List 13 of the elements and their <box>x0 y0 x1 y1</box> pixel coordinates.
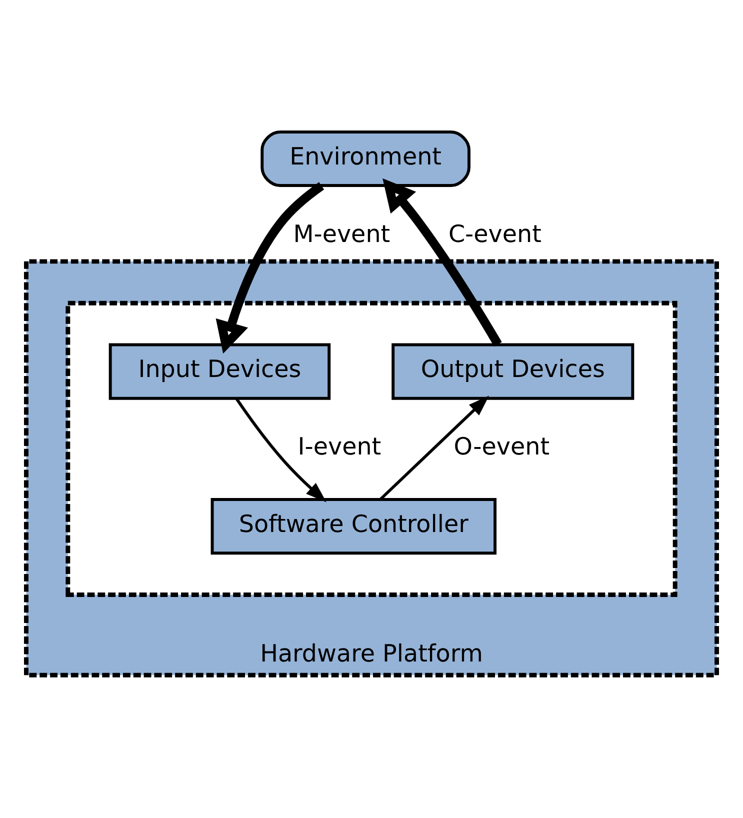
edge-label: I-event <box>298 432 382 460</box>
node-box: Input Devices <box>108 342 331 400</box>
edge-label: O-event <box>454 432 550 460</box>
arrow <box>379 395 490 500</box>
node-box: Environment <box>260 130 470 187</box>
arrow <box>216 182 324 354</box>
node-box: Software Controller <box>210 498 496 554</box>
cluster <box>66 300 678 597</box>
node-box: Output Devices <box>392 342 634 400</box>
arrow <box>235 397 326 502</box>
edge-label: M-event <box>293 219 390 248</box>
edge-label: C-event <box>448 219 542 248</box>
arrow <box>382 178 502 346</box>
